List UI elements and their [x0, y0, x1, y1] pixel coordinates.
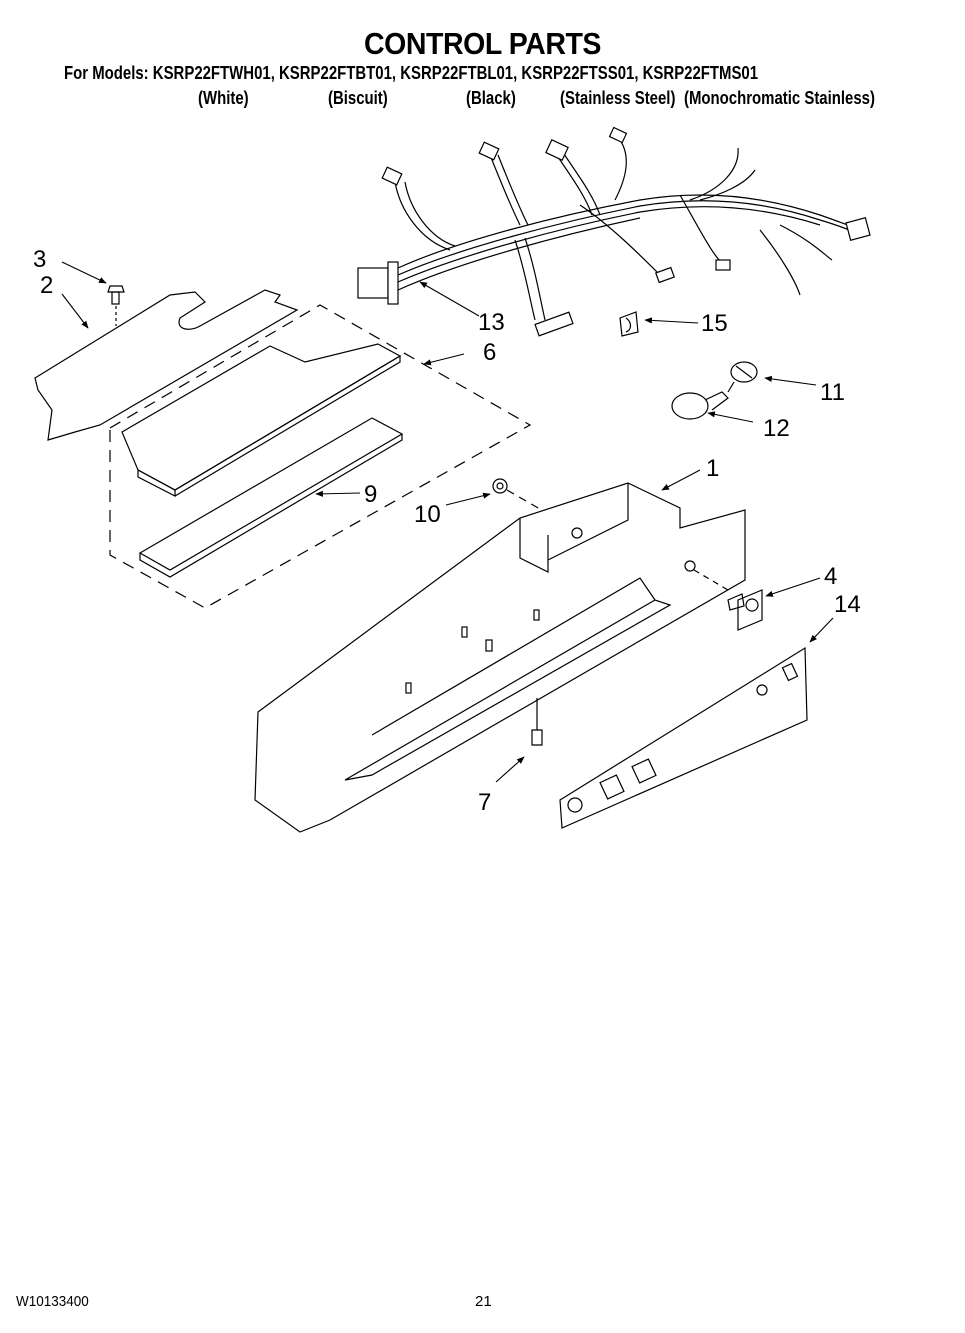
callout-6: 6 [483, 339, 496, 366]
callout-2: 2 [40, 272, 53, 299]
variant-white: (White) [198, 88, 249, 108]
light-bulb-part-12 [671, 381, 735, 420]
models-line: For Models: KSRP22FTWH01, KSRP22FTBT01, … [64, 63, 759, 83]
callout-9: 9 [364, 481, 377, 508]
callout-15: 15 [701, 310, 728, 337]
assembly-outline-part-6 [109, 304, 532, 609]
callout-1: 1 [706, 455, 719, 482]
lamp-socket-part-11 [730, 361, 758, 383]
page-title: CONTROL PARTS [364, 26, 601, 61]
screw-part-3 [107, 285, 125, 326]
callout-3: 3 [33, 246, 46, 273]
callout-leaders [61, 261, 834, 783]
control-overlay-part-14 [559, 646, 808, 829]
variant-biscuit: (Biscuit) [328, 88, 388, 108]
callout-10: 10 [414, 501, 441, 528]
callout-14: 14 [834, 591, 861, 618]
variant-monochromatic-stainless: (Monochromatic Stainless) [684, 88, 875, 108]
variant-stainless-steel: (Stainless Steel) [560, 88, 676, 108]
callout-11: 11 [820, 379, 845, 406]
housing-part-1 [254, 482, 746, 833]
callout-4: 4 [824, 563, 837, 590]
callout-7: 7 [478, 789, 491, 816]
page-number: 21 [475, 1293, 492, 1310]
wire-harness-part-13 [357, 126, 871, 337]
callout-12: 12 [763, 415, 790, 442]
document-number: W10133400 [16, 1293, 89, 1310]
callout-13: 13 [478, 309, 505, 336]
clip-part-15 [619, 311, 639, 337]
socket-part-4 [727, 589, 763, 631]
mounting-plate-part-2 [34, 289, 299, 441]
control-board-part-6 [121, 343, 402, 497]
control-board-part-9 [138, 417, 404, 578]
variant-black: (Black) [466, 88, 516, 108]
screw-part-7 [531, 698, 543, 746]
